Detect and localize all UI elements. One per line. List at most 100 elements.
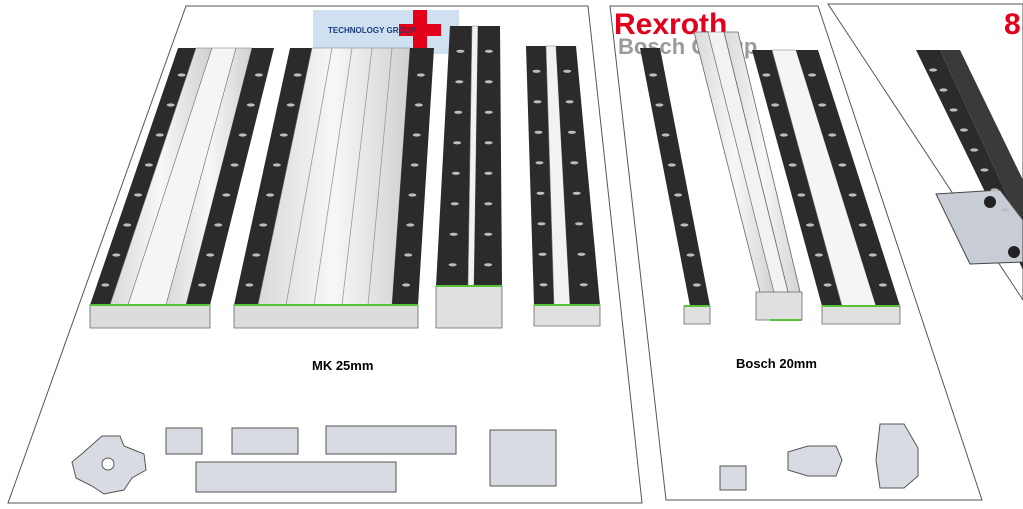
- cover-slot-mark: [266, 193, 275, 197]
- mk-logo-text: TECHNOLOGY GROUP: [328, 26, 417, 35]
- cover-slot-mark: [454, 110, 463, 114]
- third-panel: 8: [827, 3, 1023, 301]
- cover-slot-mark: [484, 263, 493, 267]
- cover-slot-mark: [155, 133, 164, 137]
- cover-slot-mark: [539, 283, 548, 287]
- mk-cross-section-quad: [325, 425, 457, 455]
- cover-slot-mark: [410, 163, 419, 167]
- cover-slot-mark: [537, 222, 546, 226]
- cover-slot-mark: [450, 202, 459, 206]
- cover-slot-mark: [814, 253, 823, 257]
- mk-profile-group-4: [526, 45, 601, 327]
- cover-slot-mark: [455, 80, 464, 84]
- cover-slot-mark: [222, 193, 231, 197]
- cover-slot-mark: [254, 73, 263, 77]
- mk-cross-sections: [71, 425, 557, 495]
- cover-slot-mark: [408, 193, 417, 197]
- cover-slot-mark: [762, 73, 771, 77]
- cover-slot-mark: [970, 148, 979, 152]
- cover-slot-mark: [567, 130, 576, 134]
- cover-slot-mark: [272, 163, 281, 167]
- cover-slot-mark: [134, 193, 143, 197]
- cover-slot-mark: [123, 223, 132, 227]
- mk-panel: TECHNOLOGY GROUP: [7, 5, 643, 504]
- cover-slot-mark: [448, 263, 457, 267]
- mk-cross-section-double: [231, 427, 299, 455]
- cover-slot-mark: [565, 100, 574, 104]
- cover-slot-mark: [788, 163, 797, 167]
- cover-slot-mark: [246, 103, 255, 107]
- cover-slot-mark: [484, 49, 493, 53]
- cover-slot-mark: [484, 141, 493, 145]
- bosch-cross-section-round: [787, 445, 843, 477]
- cover-slot-mark: [144, 163, 153, 167]
- cover-slot-mark: [449, 232, 458, 236]
- cover-slot-mark: [674, 193, 683, 197]
- cover-slot-mark: [680, 223, 689, 227]
- cover-slot-mark: [101, 283, 110, 287]
- mk-cross-section-wide: [195, 461, 397, 493]
- cover-slot-mark: [238, 133, 247, 137]
- cover-slot-mark: [214, 223, 223, 227]
- cover-slot-mark: [579, 283, 588, 287]
- mk-profile-group-1: [89, 47, 274, 329]
- cover-slot-mark: [484, 80, 493, 84]
- cover-slot-mark: [536, 191, 545, 195]
- cover-slot-mark: [286, 103, 295, 107]
- cover-slot-mark: [484, 110, 493, 114]
- cover-slot-mark: [166, 103, 175, 107]
- cover-slot-mark: [848, 193, 857, 197]
- cover-slot-mark: [990, 188, 999, 192]
- cover-slot-mark: [823, 283, 832, 287]
- bosch-cross-section-tall: [875, 423, 919, 489]
- third-panel-logo: 8: [1004, 8, 1021, 41]
- cover-slot-mark: [858, 223, 867, 227]
- cover-slot-mark: [939, 88, 948, 92]
- cover-slot-mark: [456, 49, 465, 53]
- cover-slot-mark: [230, 163, 239, 167]
- cover-slot-mark: [252, 253, 261, 257]
- cover-slot-mark: [577, 252, 586, 256]
- mk-profile-group-3: [435, 25, 503, 329]
- cover-slot-mark: [929, 68, 938, 72]
- cover-slot-mark: [245, 283, 254, 287]
- mk-cross-section-small: [165, 427, 203, 455]
- cover-slot-mark: [404, 253, 413, 257]
- bosch-panel: Rexroth Bosch Group Bosch 20mm: [609, 5, 983, 501]
- cover-slot-mark: [535, 161, 544, 165]
- cover-slot-mark: [414, 103, 423, 107]
- cover-slot-mark: [563, 69, 572, 73]
- mk-cross-section-tri: [71, 435, 147, 495]
- cover-slot-mark: [259, 223, 268, 227]
- cover-slot-mark: [959, 128, 968, 132]
- cover-slot-mark: [868, 253, 877, 257]
- mk-logo: TECHNOLOGY GROUP: [313, 10, 459, 64]
- mk-panel-label: MK 25mm: [312, 358, 373, 373]
- mk-cross-section-square: [489, 429, 557, 487]
- cover-slot-mark: [402, 283, 411, 287]
- cover-slot-mark: [453, 141, 462, 145]
- cover-slot-mark: [838, 163, 847, 167]
- cover-slot-mark: [878, 283, 887, 287]
- cover-slot-mark: [416, 73, 425, 77]
- cover-slot-mark: [949, 108, 958, 112]
- cover-slot-mark: [649, 73, 658, 77]
- cover-slot-mark: [293, 73, 302, 77]
- cover-slot-mark: [533, 100, 542, 104]
- cover-slot-mark: [534, 130, 543, 134]
- cover-slot-mark: [667, 163, 676, 167]
- cover-slot-mark: [406, 223, 415, 227]
- bosch-profile-1: [640, 48, 711, 325]
- cover-slot-mark: [797, 193, 806, 197]
- cover-slot-mark: [692, 283, 701, 287]
- bosch-profile-2: [693, 31, 803, 321]
- cover-slot-mark: [177, 73, 186, 77]
- cover-slot-mark: [572, 191, 581, 195]
- cover-slot-mark: [484, 202, 493, 206]
- cover-slot-mark: [808, 73, 817, 77]
- cover-slot-mark: [980, 168, 989, 172]
- cover-slot-mark: [484, 232, 493, 236]
- cover-slot-mark: [771, 103, 780, 107]
- cover-slot-mark: [655, 103, 664, 107]
